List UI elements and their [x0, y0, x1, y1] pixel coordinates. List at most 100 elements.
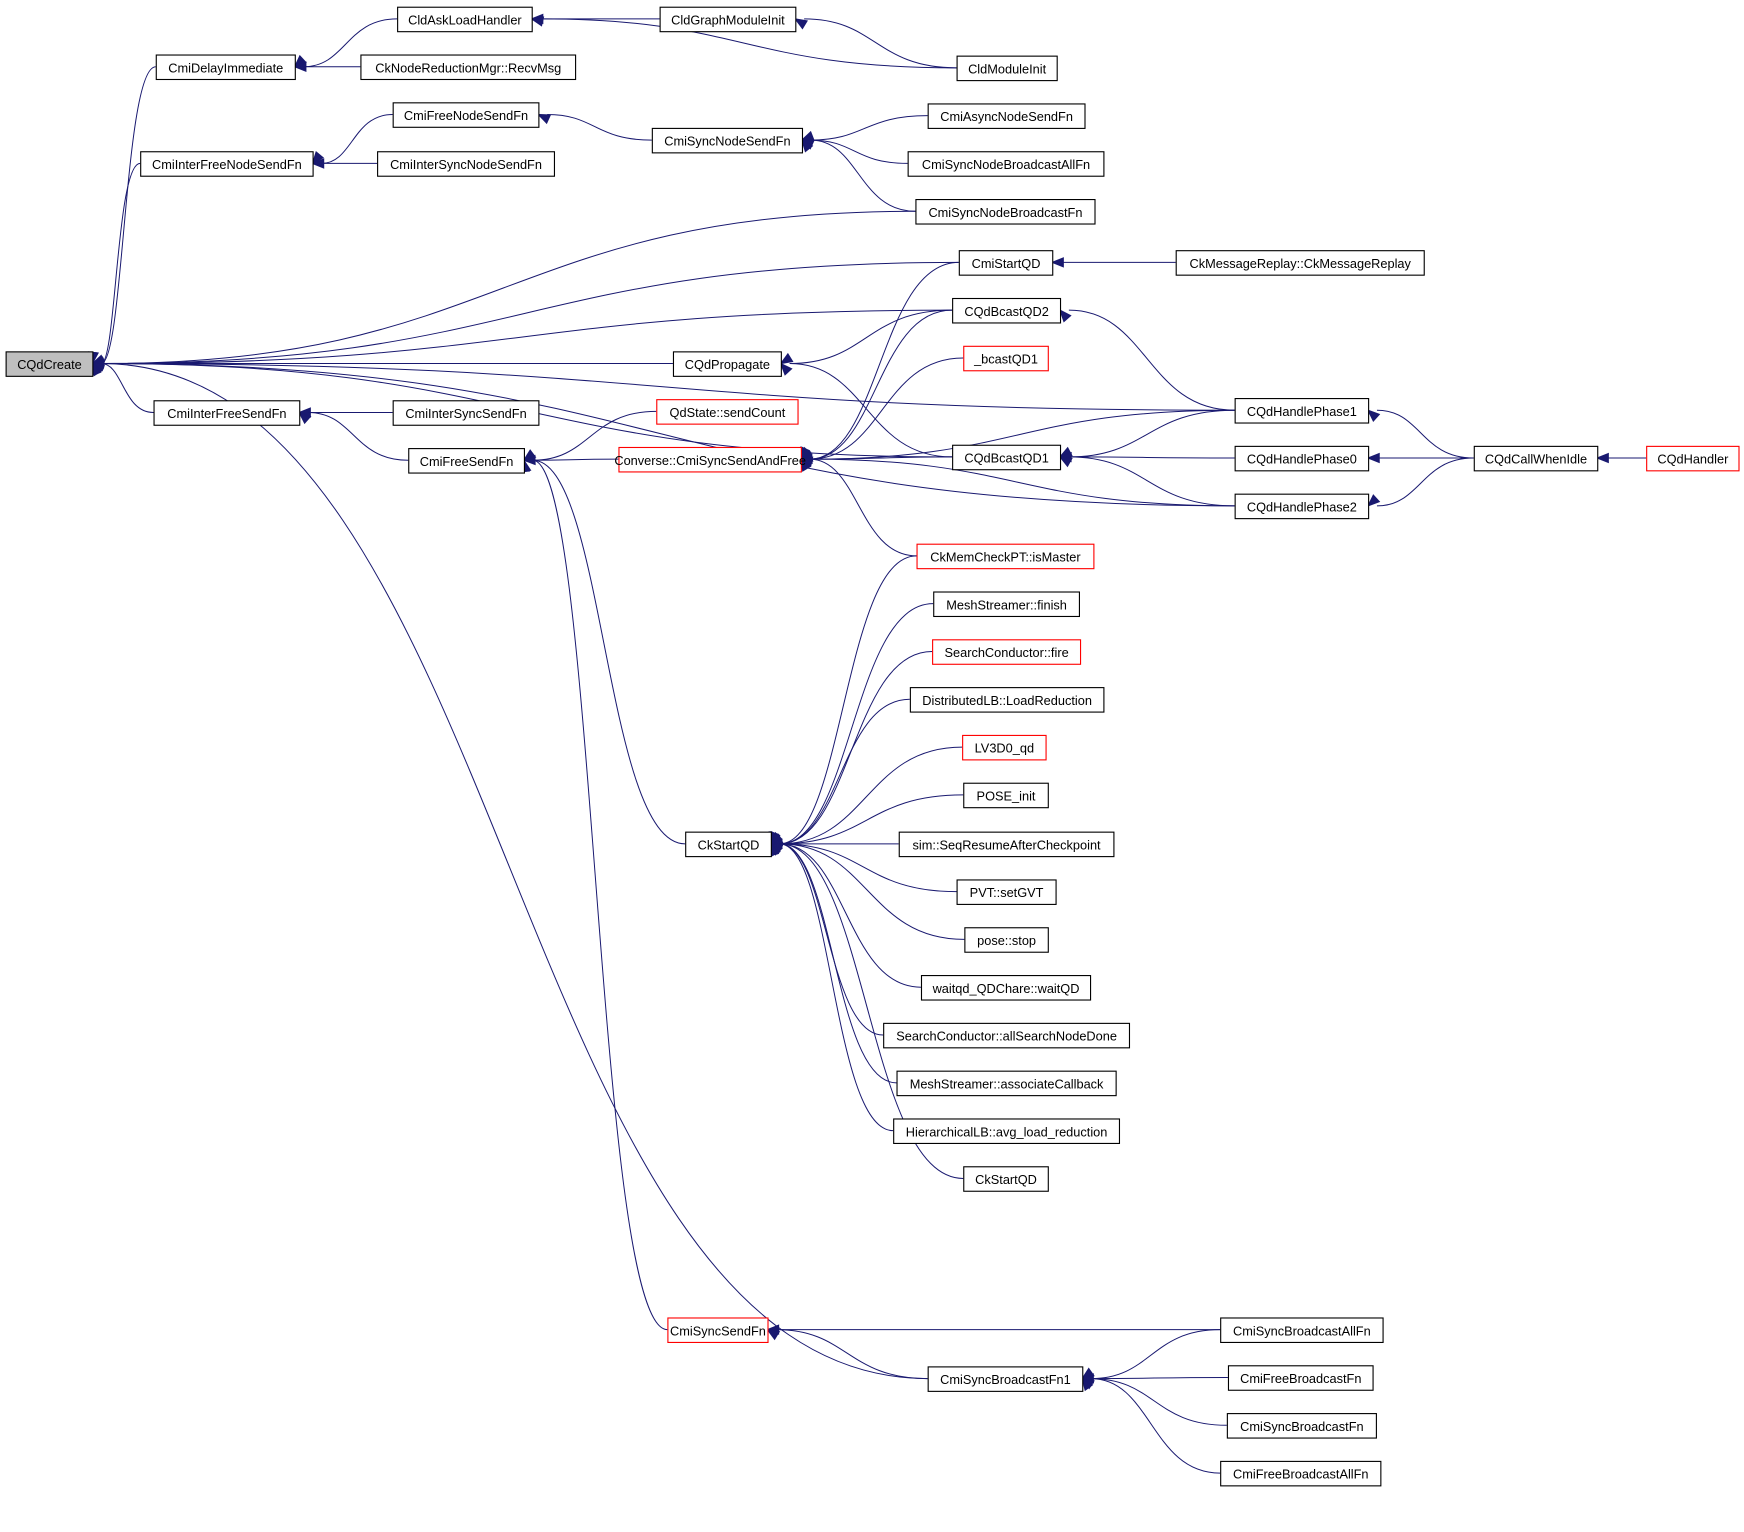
node-box[interactable] [952, 297, 1062, 324]
node-box[interactable] [933, 591, 1080, 618]
node-qdstate-sendcount[interactable]: QdState::sendCount [656, 399, 799, 425]
node-meshstreamer-finish[interactable]: MeshStreamer::finish [933, 591, 1080, 618]
node-bcastqd1[interactable]: _bcastQD1 [963, 345, 1049, 372]
node-box[interactable] [685, 831, 772, 858]
node-cqdpropagate[interactable]: CQdPropagate [672, 351, 782, 377]
node-cqdcallwhenidle[interactable]: CQdCallWhenIdle [1473, 445, 1599, 472]
node-converse-cmisyncsendandfree[interactable]: Converse::CmiSyncSendAndFree [614, 446, 806, 473]
node-box[interactable] [392, 400, 540, 426]
node-lv3d0-qd[interactable]: LV3D0_qd [962, 734, 1047, 761]
node-cmifreenodesendfn[interactable]: CmiFreeNodeSendFn [392, 102, 540, 128]
node-cmiintersyncnodesendfn[interactable]: CmiInterSyncNodeSendFn [377, 151, 556, 177]
node-box[interactable] [963, 782, 1049, 809]
node-box[interactable] [893, 1118, 1121, 1144]
node-box[interactable] [927, 1366, 1084, 1392]
node-box[interactable] [1234, 398, 1370, 424]
node-cldmoduleinit[interactable]: CldModuleInit [956, 55, 1058, 82]
node-cmiinterfreenodesendfn[interactable]: CmiInterFreeNodeSendFn [140, 151, 314, 177]
node-searchconductor-allsearchnodedone[interactable]: SearchConductor::allSearchNodeDone [883, 1022, 1131, 1049]
node-box[interactable] [1473, 445, 1599, 472]
node-box[interactable] [898, 831, 1115, 858]
node-ckmemcheckpt-ismaster[interactable]: CkMemCheckPT::isMaster [916, 543, 1095, 570]
node-box[interactable] [958, 250, 1054, 276]
node-cmiinterfreesendfn[interactable]: CmiInterFreeSendFn [153, 400, 301, 426]
node-box[interactable] [155, 54, 296, 81]
node-cmiasyncnodesendfn[interactable]: CmiAsyncNodeSendFn [927, 103, 1086, 129]
node-box[interactable] [920, 975, 1092, 1001]
node-box[interactable] [916, 543, 1095, 570]
node-pose-stop[interactable]: pose::stop [964, 927, 1049, 953]
node-box[interactable] [1234, 493, 1370, 520]
node-cmiintersyncsendfn[interactable]: CmiInterSyncSendFn [392, 400, 540, 426]
node-cmistartqd[interactable]: CmiStartQD [958, 250, 1054, 276]
node-distributedlb-loadreduction[interactable]: DistributedLB::LoadReduction [909, 687, 1105, 713]
node-cmisyncnodesendfn[interactable]: CmiSyncNodeSendFn [651, 127, 804, 154]
node-box[interactable] [1220, 1317, 1384, 1344]
node-box[interactable] [909, 687, 1105, 713]
node-box[interactable] [667, 1317, 769, 1344]
node-box[interactable] [408, 448, 525, 474]
node-box[interactable] [915, 199, 1096, 225]
node-box[interactable] [1220, 1460, 1382, 1487]
node-box[interactable] [896, 1070, 1117, 1097]
node-sim-seqresumeaftercheckpoint[interactable]: sim::SeqResumeAfterCheckpoint [898, 831, 1115, 858]
node-pvt-setgvt[interactable]: PVT::setGVT [956, 879, 1057, 905]
node-box[interactable] [963, 345, 1049, 372]
node-cmisyncsendfn[interactable]: CmiSyncSendFn [667, 1317, 769, 1344]
node-box[interactable] [140, 151, 314, 177]
node-ckmessagereplay-ckmessagereplay[interactable]: CkMessageReplay::CkMessageReplay [1175, 250, 1425, 276]
node-cmifreebroadcastallfn[interactable]: CmiFreeBroadcastAllFn [1220, 1460, 1382, 1487]
node-cmisyncbroadcastallfn[interactable]: CmiSyncBroadcastAllFn [1220, 1317, 1384, 1344]
node-cqdhandlephase2[interactable]: CQdHandlePhase2 [1234, 493, 1370, 520]
node-meshstreamer-associatecallback[interactable]: MeshStreamer::associateCallback [896, 1070, 1117, 1097]
node-box[interactable] [932, 639, 1082, 665]
node-cmisyncbroadcastfn[interactable]: CmiSyncBroadcastFn [1226, 1413, 1377, 1439]
node-pose-init[interactable]: POSE_init [963, 782, 1049, 809]
node-cmifreesendfn[interactable]: CmiFreeSendFn [408, 448, 525, 474]
node-cmisyncnodebroadcastfn[interactable]: CmiSyncNodeBroadcastFn [915, 199, 1096, 225]
node-cldaskloadhandler[interactable]: CldAskLoadHandler [397, 6, 533, 33]
node-cqdhandlephase0[interactable]: CQdHandlePhase0 [1234, 445, 1370, 472]
node-cqdhandler[interactable]: CQdHandler [1646, 445, 1740, 472]
node-box[interactable] [1227, 1365, 1374, 1391]
node-cmisyncbroadcastfn1[interactable]: CmiSyncBroadcastFn1 [927, 1366, 1084, 1392]
node-box[interactable] [672, 351, 782, 377]
node-box[interactable] [907, 151, 1105, 177]
node-ckstartqd[interactable]: CkStartQD [963, 1166, 1049, 1192]
node-waitqd-qdchare-waitqd[interactable]: waitqd_QDChare::waitQD [920, 975, 1092, 1001]
node-box[interactable] [659, 6, 797, 33]
node-box[interactable] [1175, 250, 1425, 276]
node-box[interactable] [927, 103, 1086, 129]
node-hierarchicallb-avg-load-reduction[interactable]: HierarchicalLB::avg_load_reduction [893, 1118, 1121, 1144]
node-box[interactable] [964, 927, 1049, 953]
node-box[interactable] [963, 1166, 1049, 1192]
node-box[interactable] [360, 54, 577, 81]
node-box[interactable] [397, 6, 533, 33]
node-cmisyncnodebroadcastallfn[interactable]: CmiSyncNodeBroadcastAllFn [907, 151, 1105, 177]
node-box[interactable] [956, 879, 1057, 905]
node-box[interactable] [618, 446, 802, 473]
node-cknodereductionmgr-recvmsg[interactable]: CkNodeReductionMgr::RecvMsg [360, 54, 577, 81]
node-box[interactable] [153, 400, 301, 426]
node-box[interactable] [5, 351, 94, 377]
node-cmidelayimmediate[interactable]: CmiDelayImmediate [155, 54, 296, 81]
node-box[interactable] [883, 1022, 1131, 1049]
node-ckstartqd[interactable]: CkStartQD [685, 831, 772, 858]
node-box[interactable] [377, 151, 556, 177]
node-box[interactable] [1646, 445, 1740, 472]
node-box[interactable] [1226, 1413, 1377, 1439]
node-cqdcreate[interactable]: CQdCreate [5, 351, 94, 377]
node-box[interactable] [952, 444, 1062, 471]
node-cqdhandlephase1[interactable]: CQdHandlePhase1 [1234, 398, 1370, 424]
node-box[interactable] [656, 399, 799, 425]
node-box[interactable] [956, 55, 1058, 82]
node-box[interactable] [962, 734, 1047, 761]
node-box[interactable] [651, 127, 804, 154]
node-box[interactable] [392, 102, 540, 128]
node-box[interactable] [1234, 445, 1370, 472]
node-cqdbcastqd1[interactable]: CQdBcastQD1 [952, 444, 1062, 471]
node-searchconductor-fire[interactable]: SearchConductor::fire [932, 639, 1082, 665]
node-cqdbcastqd2[interactable]: CQdBcastQD2 [952, 297, 1062, 324]
node-cldgraphmoduleinit[interactable]: CldGraphModuleInit [659, 6, 797, 33]
node-cmifreebroadcastfn[interactable]: CmiFreeBroadcastFn [1227, 1365, 1374, 1391]
